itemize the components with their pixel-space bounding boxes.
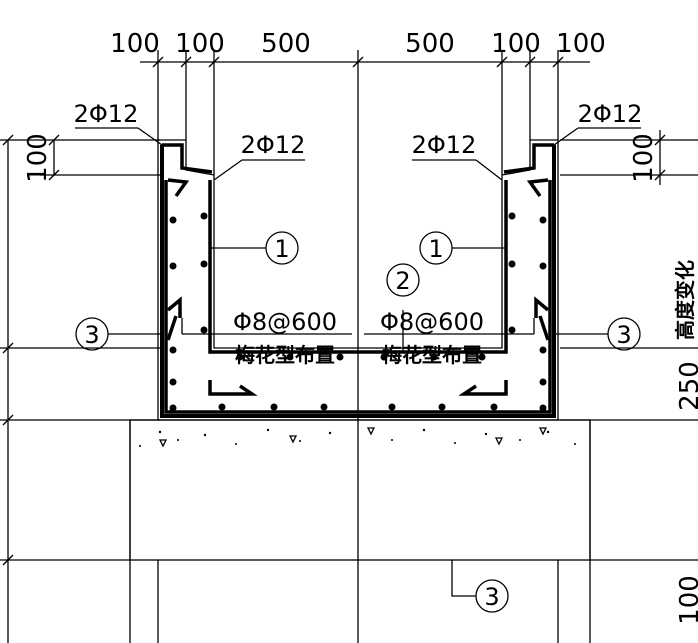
tie-layout-right: 梅花型布置 [382, 343, 482, 367]
tie-layout-left: 梅花型布置 [235, 343, 335, 367]
dim-top-4: 500 [405, 29, 455, 59]
dim-right-wall-top: 100 [629, 133, 659, 183]
label-top-left-inner: 2Φ12 [241, 131, 306, 159]
label-top-right-inner: 2Φ12 [412, 131, 477, 159]
right-dimension: 100 250 100 高度变化 [560, 130, 698, 625]
rebar-labels: 2Φ12 2Φ12 2Φ12 2Φ12 [74, 100, 643, 181]
marker-2: 2 [395, 267, 410, 295]
dim-top-3: 500 [261, 29, 311, 59]
dim-right-base: 250 [675, 361, 698, 411]
dim-top-6: 100 [556, 29, 606, 59]
rebar-cage [160, 143, 556, 418]
tie-specs: Φ8@600 Φ8@600 梅花型布置 梅花型布置 [181, 308, 535, 367]
top-dimension-chain: 100 100 500 500 100 100 [110, 29, 606, 643]
label-top-right-outer: 2Φ12 [578, 100, 643, 128]
markers: 1 1 2 3 3 3 [75, 231, 641, 613]
marker-3-right: 3 [616, 321, 631, 349]
dim-top-1: 100 [110, 29, 160, 59]
bedding-layer [129, 419, 591, 643]
dim-left-wall-top: 100 [23, 133, 53, 183]
tie-spec-right: Φ8@600 [380, 308, 484, 336]
tie-spec-left: Φ8@600 [233, 308, 337, 336]
rebar-dots [169, 212, 547, 412]
dim-right-bottom: 100 [675, 575, 698, 625]
side-note: 高度变化 [673, 260, 697, 340]
dim-top-5: 100 [491, 29, 541, 59]
left-dimension: 100 [0, 133, 160, 643]
label-top-left-outer: 2Φ12 [74, 100, 139, 128]
dim-top-2: 100 [175, 29, 225, 59]
marker-3-left: 3 [84, 321, 99, 349]
marker-1-left: 1 [274, 235, 289, 263]
marker-1-right: 1 [428, 235, 443, 263]
marker-3-bottom: 3 [484, 583, 499, 611]
